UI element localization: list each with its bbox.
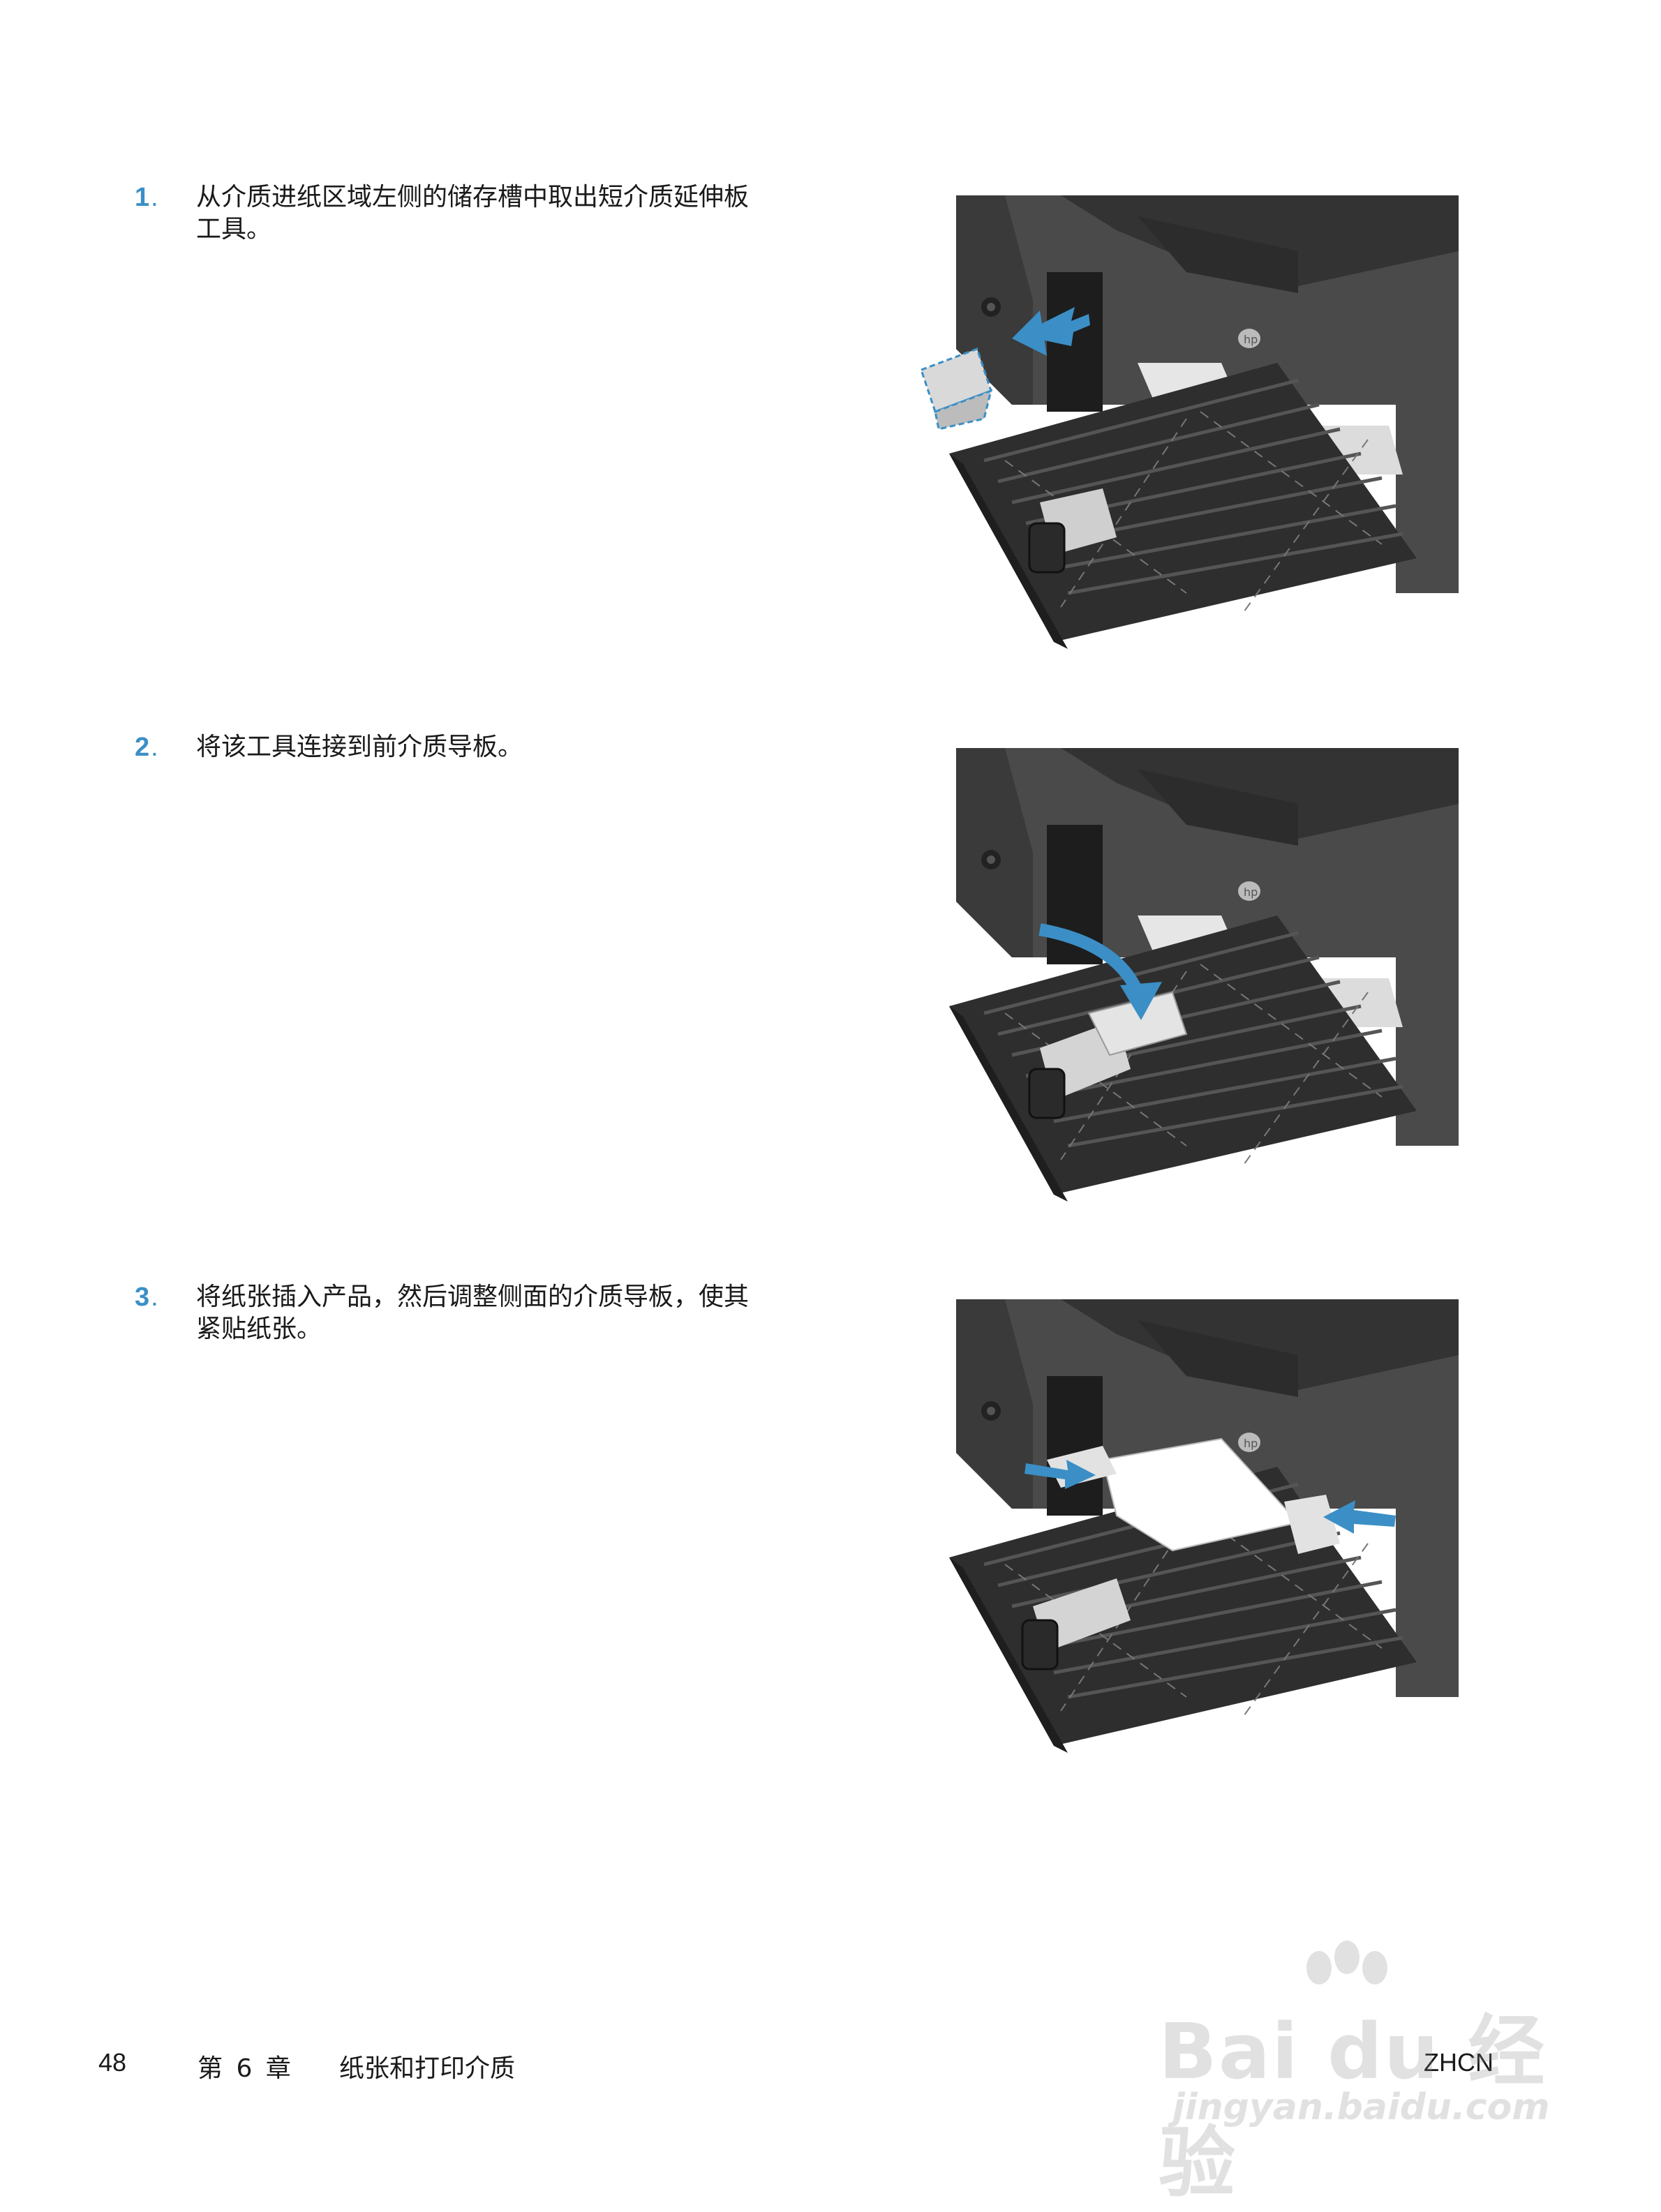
step-number-3-dot: .	[151, 1283, 158, 1312]
step-number-2: 2.	[135, 733, 158, 763]
step-number-2-value: 2	[135, 733, 150, 762]
step-number-1-value: 1	[135, 183, 150, 212]
hp-logo-icon: hp	[1238, 329, 1260, 348]
step-number-2-dot: .	[151, 733, 158, 762]
tray-diagonals-1	[1004, 411, 1383, 615]
page-number: 48	[98, 2048, 127, 2077]
step-number-3: 3.	[135, 1283, 158, 1313]
step-number-1-dot: .	[151, 183, 158, 212]
illustration-step-3: hp	[907, 1292, 1459, 1795]
chapter-title: 纸张和打印介质	[339, 2054, 516, 2083]
step-number-1: 1.	[135, 183, 158, 213]
remove-arrow-icon	[1012, 307, 1090, 356]
hp-logo-text: hp	[1244, 333, 1258, 346]
baidu-watermark: Bai du 经验 jingyan.baidu.com	[1159, 1940, 1550, 2208]
attach-arrow-icon	[1038, 923, 1162, 1020]
step-number-3-value: 3	[135, 1283, 150, 1312]
printer-illustration-2: hp	[949, 748, 1459, 1202]
illustration-step-2: hp	[907, 741, 1459, 1243]
language-code: ZHCN	[1424, 2048, 1494, 2077]
paw-icon	[1306, 1941, 1387, 1985]
hp-logo-text: hp	[1244, 1437, 1258, 1450]
step-text-1: 从介质进纸区域左侧的储存槽中取出短介质延伸板工具。	[196, 183, 750, 244]
step-text-2: 将该工具连接到前介质导板。	[196, 733, 523, 761]
hp-logo-text: hp	[1244, 885, 1258, 899]
guide-arrow-left-icon	[1323, 1500, 1396, 1534]
illustration-step-1: hp	[907, 188, 1459, 691]
hp-logo-icon: hp	[1238, 1433, 1260, 1452]
step-text-3: 将纸张插入产品，然后调整侧面的介质导板，使其紧贴纸张。	[196, 1283, 750, 1343]
guide-arrow-right-icon	[1025, 1460, 1096, 1489]
watermark-brand: Bai du 经验	[1159, 2007, 1547, 2208]
extension-tool-icon	[920, 348, 993, 431]
watermark-url: jingyan.baidu.com	[1172, 2086, 1550, 2128]
chapter-label: 第 6 章	[198, 2054, 291, 2083]
paper-sheet	[1101, 1437, 1299, 1552]
hp-logo-icon: hp	[1238, 881, 1260, 901]
printer-illustration-3: hp	[949, 1299, 1459, 1753]
printer-illustration-1: hp	[920, 195, 1459, 649]
